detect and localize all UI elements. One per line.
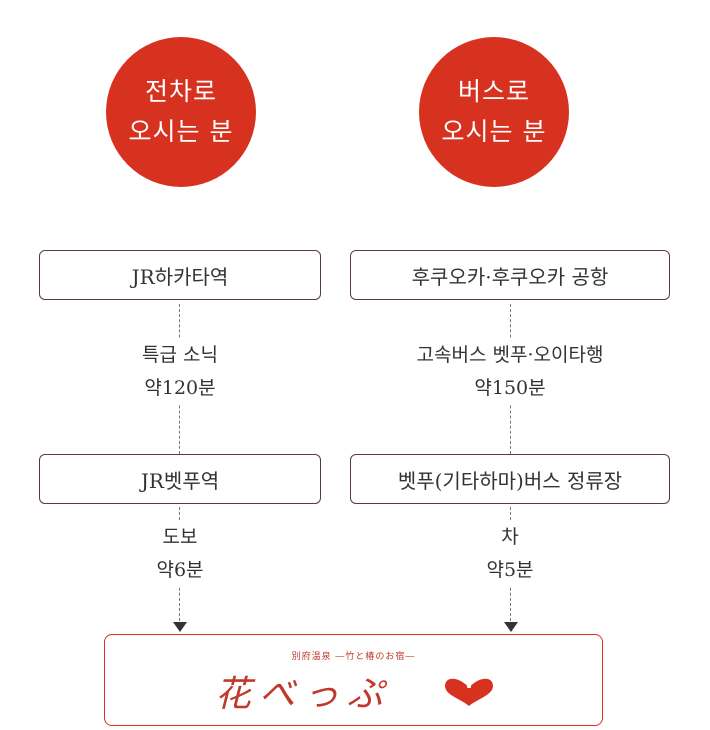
- right-leg2-line1: 차: [501, 521, 519, 554]
- left-leg1-line1: 특급 소닉: [142, 339, 218, 372]
- left-arrow-down-icon: [173, 622, 187, 632]
- left-leg2-label: 도보 약6분: [100, 521, 260, 587]
- left-step1-box: JR하카타역: [39, 250, 321, 300]
- destination-name: 花べっぷ: [215, 674, 392, 715]
- destination-subtitle: 別府温泉 ―竹と椿のお宿―: [291, 652, 416, 662]
- left-leg2-line2: 약6분: [156, 554, 204, 587]
- train-header-line1: 전차로: [144, 77, 217, 106]
- bus-header-circle: 버스로 오시는 분: [419, 37, 569, 187]
- bus-header-line2: 오시는 분: [441, 117, 547, 146]
- left-step2-box: JR벳푸역: [39, 454, 321, 504]
- right-leg1-line2: 약150분: [474, 372, 546, 405]
- left-step2-label: JR벳푸역: [140, 468, 220, 493]
- right-step2-box: 벳푸(기타하마)버스 정류장: [350, 454, 670, 504]
- right-leg1-label: 고속버스 벳푸·오이타행 약150분: [375, 339, 645, 405]
- right-leg1-line1: 고속버스 벳푸·오이타행: [416, 339, 604, 372]
- left-leg2-line1: 도보: [162, 521, 198, 554]
- left-leg1-label: 특급 소닉 약120분: [100, 339, 260, 405]
- bus-header-line1: 버스로: [457, 77, 530, 106]
- right-leg2-label: 차 약5분: [430, 521, 590, 587]
- train-header-line2: 오시는 분: [128, 117, 234, 146]
- right-leg2-line2: 약5분: [486, 554, 534, 587]
- destination-box: 別府温泉 ―竹と椿のお宿― 花べっぷ: [104, 634, 603, 726]
- heart-logo-icon: [445, 678, 493, 706]
- left-leg1-line2: 약120분: [144, 372, 216, 405]
- train-header-circle: 전차로 오시는 분: [106, 37, 256, 187]
- left-step1-label: JR하카타역: [131, 264, 229, 289]
- right-step1-label: 후쿠오카·후쿠오카 공항: [411, 264, 609, 289]
- right-step2-label: 벳푸(기타하마)버스 정류장: [397, 468, 623, 493]
- right-arrow-down-icon: [504, 622, 518, 632]
- right-step1-box: 후쿠오카·후쿠오카 공항: [350, 250, 670, 300]
